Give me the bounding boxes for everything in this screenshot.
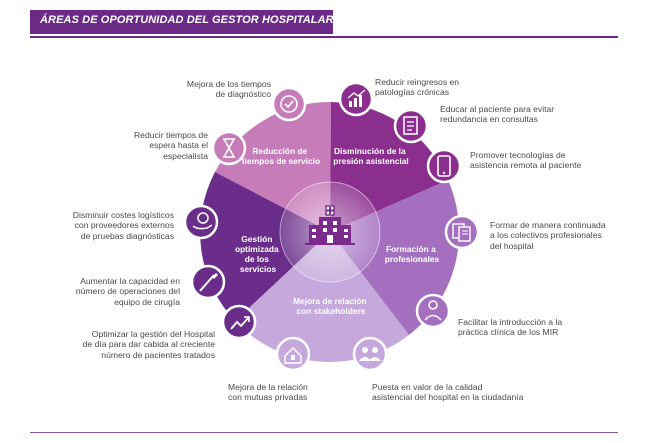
segment-gestion-optimizada xyxy=(200,172,330,321)
label-facilitar-mir: Facilitar la introducción a la práctica … xyxy=(458,317,563,338)
label-educar-paciente: Educar al paciente para evitar redundanc… xyxy=(440,104,555,125)
label-formar-colectivos: Formar de manera continuada a los colect… xyxy=(490,220,606,251)
bar-chart-icon xyxy=(338,81,374,117)
label-reingresos: Reducir reingresos en patologías crónica… xyxy=(375,77,460,98)
people-icon xyxy=(352,336,388,372)
documents-icon xyxy=(444,214,480,250)
label-aumentar-capacidad: Aumentar la capacidad en número de opera… xyxy=(75,276,180,307)
header-bar xyxy=(30,10,333,34)
segment-label-disminucion: Disminución de la presión asistencial xyxy=(333,146,408,166)
label-tiempos-diagnostico: Mejora de los tiempos de diagnóstico xyxy=(186,79,271,100)
label-puesta-valor: Puesta en valor de la calidad asistencia… xyxy=(372,382,524,403)
smartphone-icon xyxy=(426,148,462,184)
doctor-icon xyxy=(415,293,451,329)
label-mutuas-privadas: Mejora de la relación con mutuas privada… xyxy=(228,382,308,403)
label-optimizar-hospital: Optimizar la gestión del Hospital de día… xyxy=(82,329,215,360)
trend-up-icon xyxy=(221,304,257,340)
segment-label-reduccion: Reducción de tiempos de servicio xyxy=(242,146,320,166)
hospital-icon xyxy=(305,205,355,245)
label-disminuir-costes: Disminuir costes logísticos con proveedo… xyxy=(72,210,174,241)
document-icon xyxy=(393,108,429,144)
page-title: ÁREAS DE OPORTUNIDAD DEL GESTOR HOSPITAL… xyxy=(40,14,346,26)
top-divider xyxy=(30,36,618,38)
label-tiempos-espera: Reducir tiempos de espera hasta el espec… xyxy=(133,130,208,161)
coin-hand-icon xyxy=(183,204,219,240)
segment-label-mejora: Mejora de relación con stakeholders xyxy=(293,296,369,316)
scalpel-icon xyxy=(190,264,226,300)
bottom-divider xyxy=(30,432,618,433)
secure-house-icon xyxy=(275,336,311,372)
label-promover-tecnologias: Promover tecnologías de asistencia remot… xyxy=(470,150,582,171)
check-badge-icon xyxy=(271,86,307,122)
segment-label-gestion: Gestión optimizada de los servicios xyxy=(235,234,281,274)
hourglass-icon xyxy=(211,130,247,166)
segment-mejora-relacion xyxy=(235,232,409,362)
segment-label-formacion: Formación a profesionales xyxy=(385,244,440,264)
